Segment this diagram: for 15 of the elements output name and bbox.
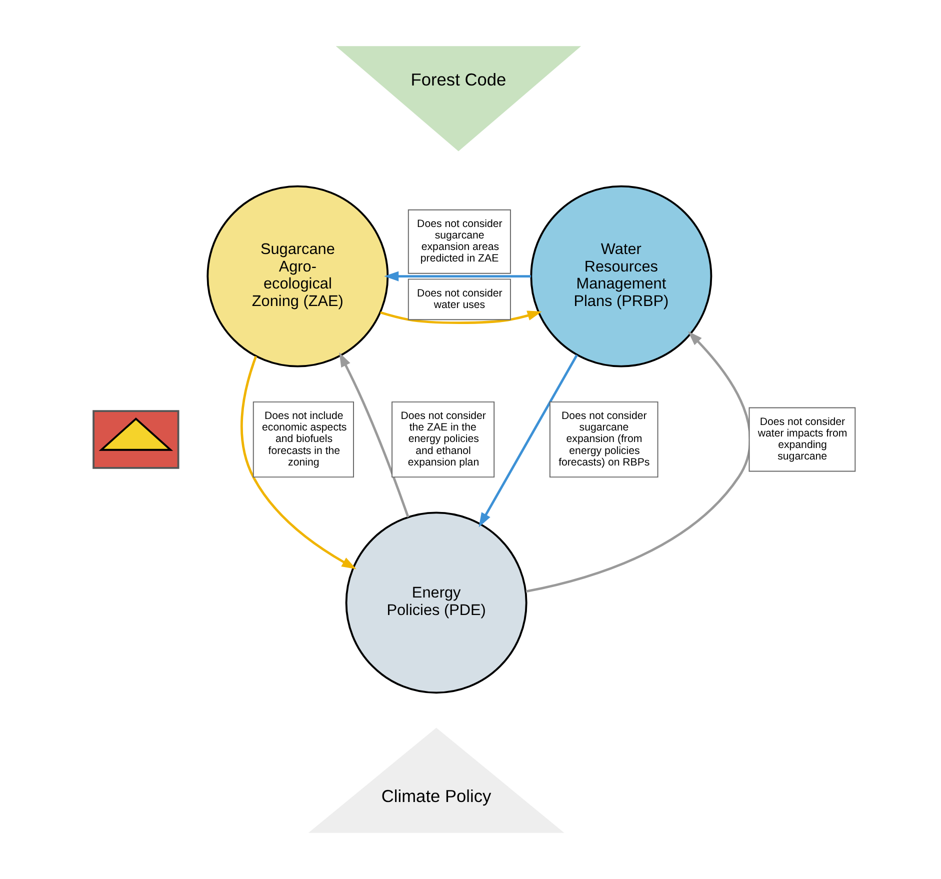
node-circle: Water Resources Management Plans (PRBP): [530, 185, 712, 368]
arrow: [384, 271, 531, 282]
arrow: [339, 352, 410, 518]
edge-label: Does not consider the ZAE in the energy policies and ethanol expansion plan: [400, 410, 486, 468]
arrow: [380, 310, 542, 324]
arrow: [526, 331, 752, 593]
edge-label: Does not include economic aspects and biofuels forecasts in the zoning: [262, 410, 347, 468]
arrow: [478, 354, 578, 528]
edge-label: Does not consider sugarcane expansion (from energy policies forecasts) on RBPs: [558, 410, 650, 468]
cluster: [92, 410, 180, 469]
arrow: [240, 356, 356, 570]
edge-label: Does not consider sugarcane expansion areas predicted in ZAE: [417, 218, 502, 265]
edge-label: Does not consider water impacts from expanding sugarcane: [758, 416, 848, 463]
edge-label: Does not consider water uses: [417, 287, 502, 311]
node-triangle: [98, 418, 174, 451]
